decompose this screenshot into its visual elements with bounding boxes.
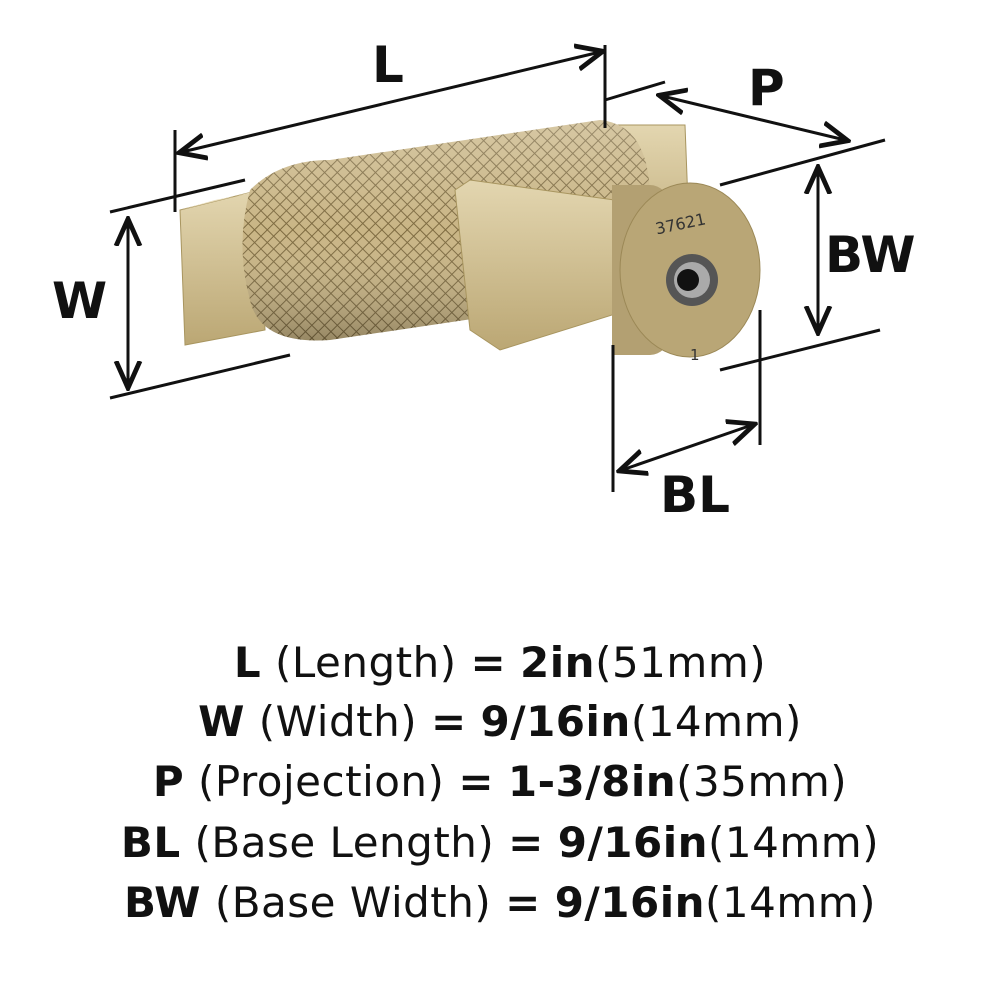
- spec-base-length: BL (Base Length) = 9/16in(14mm): [0, 818, 1000, 867]
- spec-code: L: [233, 638, 262, 687]
- spec-length: L (Length) = 2in(51mm): [0, 638, 1000, 687]
- label-bl: BL: [660, 466, 730, 524]
- spec-projection: P (Projection) = 1-3/8in(35mm): [0, 757, 1000, 806]
- spec-imperial: 1-3/8in: [507, 757, 677, 806]
- spec-code: W: [198, 697, 245, 746]
- w-ext-top: [109, 178, 246, 214]
- label-w: W: [52, 272, 107, 330]
- spec-eq: =: [508, 818, 544, 867]
- spec-name: (Width): [258, 697, 418, 746]
- t-bar-knob-image: 37621 1: [179, 120, 761, 364]
- spec-code: P: [152, 757, 185, 806]
- spec-eq: =: [470, 638, 507, 687]
- spec-eq: =: [430, 697, 467, 746]
- label-l: L: [372, 36, 404, 94]
- spec-name: (Base Width): [214, 878, 492, 927]
- spec-metric: (14mm): [705, 878, 877, 927]
- p-ext-left: [604, 80, 666, 102]
- spec-code: BW: [123, 878, 201, 927]
- spec-code: BL: [120, 818, 181, 867]
- bw-ext-bottom: [719, 328, 881, 372]
- spec-name: (Length): [274, 638, 457, 687]
- label-p: P: [748, 59, 785, 117]
- dimension-lines: [109, 45, 886, 492]
- spec-metric: (14mm): [630, 697, 802, 746]
- spec-imperial: 9/16in: [554, 878, 705, 927]
- spec-eq: =: [458, 757, 495, 806]
- spec-metric: (35mm): [676, 757, 848, 806]
- spec-metric: (51mm): [595, 638, 767, 687]
- label-bw: BW: [825, 226, 916, 284]
- l-arrow: [182, 52, 600, 152]
- spec-base-width: BW (Base Width) = 9/16in(14mm): [0, 878, 1000, 927]
- spec-imperial: 2in: [520, 638, 596, 687]
- p-arrow: [662, 96, 845, 140]
- spec-metric: (14mm): [708, 818, 880, 867]
- spec-imperial: 9/16in: [480, 697, 631, 746]
- spec-eq: =: [505, 878, 541, 927]
- bl-arrow: [622, 425, 752, 470]
- w-ext-bottom: [109, 353, 291, 400]
- dimension-diagram: 37621 1 L P W BW BL: [52, 36, 916, 524]
- spec-imperial: 9/16in: [557, 818, 709, 867]
- spec-name: (Base Length): [194, 818, 495, 867]
- spec-width: W (Width) = 9/16in(14mm): [0, 697, 1000, 746]
- p-ext-right: [719, 138, 886, 187]
- base-mark: 1: [690, 346, 700, 364]
- spec-name: (Projection): [197, 757, 445, 806]
